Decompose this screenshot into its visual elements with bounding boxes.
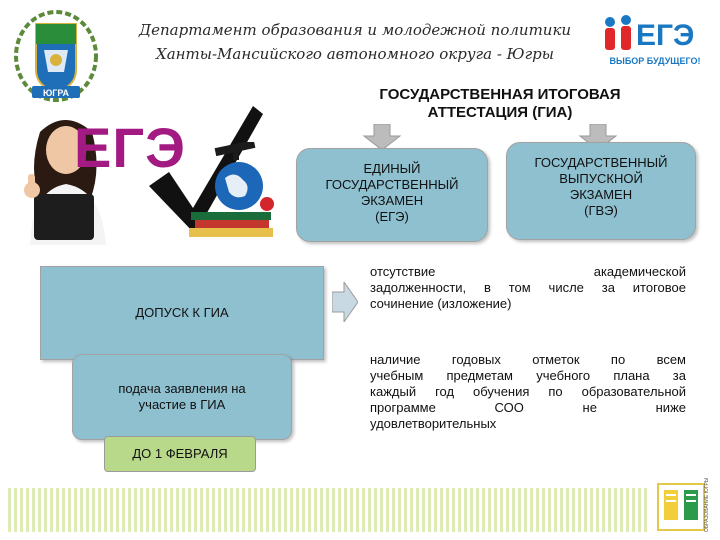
condition-2-line: наличие годовых отметок по всем bbox=[370, 352, 686, 367]
ege-people-icon bbox=[605, 15, 631, 50]
gia-form-gve-line: (ГВЭ) bbox=[584, 203, 618, 218]
condition-1-line: сочинение (изложение) bbox=[370, 296, 512, 311]
condition-1-line: задолженности, в том числе за итоговое bbox=[370, 280, 686, 295]
gia-form-gve-line: ЭКЗАМЕН bbox=[569, 187, 633, 202]
header-line-2: Ханты-Мансийского автономного округа - Ю… bbox=[156, 45, 554, 63]
gia-form-ege-line: ЕДИНЫЙ bbox=[363, 161, 421, 176]
condition-2-line: удовлетворительных bbox=[370, 416, 497, 431]
globe-books-icon bbox=[185, 139, 280, 242]
gia-form-ege-box: ЕДИНЫЙ ГОСУДАРСТВЕННЫЙ ЭКЗАМЕН (ЕГЭ) bbox=[296, 148, 488, 242]
condition-2-line: программе СОО не ниже bbox=[370, 400, 686, 415]
footer-rule bbox=[8, 488, 648, 532]
application-line-2: участие в ГИА bbox=[138, 397, 226, 412]
gia-form-gve-box: ГОСУДАРСТВЕННЫЙ ВЫПУСКНОЙ ЭКЗАМЕН (ГВЭ) bbox=[506, 142, 696, 240]
gia-title-line-2: АТТЕСТАЦИЯ (ГИА) bbox=[427, 104, 573, 121]
gia-form-ege-line: ГОСУДАРСТВЕННЫЙ bbox=[325, 177, 459, 192]
gia-title-line-1: ГОСУДАРСТВЕННАЯ ИТОГОВАЯ bbox=[379, 86, 621, 103]
arrow-right-icon bbox=[331, 280, 359, 324]
condition-1-line: отсутствие академической bbox=[370, 264, 686, 279]
ege-brand-mark: ЕГЭ bbox=[636, 19, 695, 52]
application-box: подача заявления на участие в ГИА bbox=[72, 354, 292, 440]
gia-form-gve-line: ВЫПУСКНОЙ bbox=[559, 171, 643, 186]
deadline-label: ДО 1 ФЕВРАЛЯ bbox=[132, 446, 228, 461]
education-logo-icon bbox=[656, 482, 706, 532]
admission-label: ДОПУСК К ГИА bbox=[135, 305, 229, 320]
ege-big-label: ЕГЭ bbox=[74, 116, 186, 179]
condition-2: наличие годовых отметок по всем учебным … bbox=[370, 352, 686, 432]
checkmark-icon bbox=[145, 100, 265, 240]
condition-1: отсутствие академической задолженности, … bbox=[370, 264, 686, 312]
student-illustration bbox=[10, 110, 120, 245]
admission-box: ДОПУСК К ГИА bbox=[40, 266, 324, 360]
condition-2-line: каждый год обучения по образовательной bbox=[370, 384, 686, 399]
ege-brand-logo: ЕГЭ ВЫБОР БУДУЩЕГО! bbox=[596, 10, 714, 74]
header-line-1: Департамент образования и молодежной пол… bbox=[138, 21, 572, 39]
gia-form-ege-line: ЭКЗАМЕН bbox=[360, 193, 424, 208]
application-line-1: подача заявления на bbox=[118, 381, 246, 396]
footer-vertical-text: ОБРАЗОВАНИЕ ЮГРЫ bbox=[704, 477, 710, 532]
coat-of-arms-caption: ЮГРА bbox=[43, 88, 70, 98]
gia-form-gve-line: ГОСУДАРСТВЕННЫЙ bbox=[534, 155, 668, 170]
arrow-down-icon bbox=[362, 123, 402, 151]
deadline-box: ДО 1 ФЕВРАЛЯ bbox=[104, 436, 256, 472]
gia-form-ege-line: (ЕГЭ) bbox=[375, 209, 409, 224]
coat-of-arms-icon: ЮГРА bbox=[14, 10, 98, 102]
ege-brand-slogan: ВЫБОР БУДУЩЕГО! bbox=[609, 56, 701, 66]
condition-2-line: учебным предметам учебного плана за bbox=[370, 368, 686, 383]
